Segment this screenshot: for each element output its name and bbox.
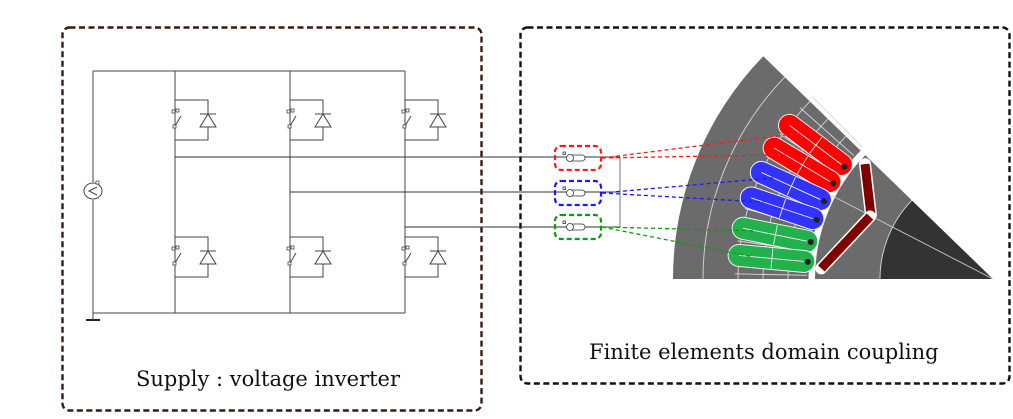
switch-cell bbox=[286, 236, 332, 278]
mesh-radial bbox=[799, 107, 855, 156]
shaft-core bbox=[880, 200, 993, 279]
diode-icon bbox=[199, 113, 217, 128]
coupling-link bbox=[601, 192, 764, 203]
cell-frame bbox=[290, 236, 324, 278]
connector-highlight bbox=[553, 213, 603, 241]
coupling-link bbox=[601, 226, 756, 232]
voltage-source-icon bbox=[83, 180, 103, 200]
coupling-link bbox=[601, 154, 786, 159]
stator-coil-phase-c bbox=[727, 243, 816, 273]
rotor-axis-line bbox=[831, 194, 994, 280]
cell-frame bbox=[290, 99, 324, 141]
cell-frame bbox=[175, 236, 209, 278]
coil-connector-phase-b[interactable] bbox=[553, 177, 774, 207]
motor-sector bbox=[673, 56, 994, 280]
stator-coil-phase-b bbox=[739, 186, 825, 231]
permanent-magnet bbox=[860, 163, 876, 216]
connector-highlight bbox=[553, 144, 603, 172]
rotor-magnets bbox=[815, 158, 877, 275]
stator-coil-phase-b bbox=[749, 160, 832, 212]
mesh-arc bbox=[879, 200, 913, 280]
switch-icon bbox=[286, 245, 297, 266]
coupling-link bbox=[601, 132, 800, 159]
mesh-radial bbox=[811, 95, 863, 148]
switch-icon bbox=[401, 108, 412, 129]
switch-icon bbox=[171, 108, 182, 129]
inverter-circuit bbox=[83, 70, 447, 321]
stator-coil-phase-a bbox=[762, 136, 842, 193]
stator-coil-phase-a bbox=[778, 113, 853, 176]
coupling-link bbox=[601, 226, 753, 258]
inverter-leg bbox=[171, 71, 217, 313]
switch-cell bbox=[286, 99, 332, 141]
supply-panel-border bbox=[61, 26, 483, 412]
cell-frame bbox=[175, 99, 209, 141]
coupling-link bbox=[601, 177, 774, 194]
permanent-magnet bbox=[818, 213, 874, 272]
coil-connector-icon bbox=[562, 186, 586, 197]
switch-icon bbox=[171, 245, 182, 266]
diode-icon bbox=[429, 250, 447, 265]
coil-connector-icon bbox=[562, 220, 586, 231]
switch-cell bbox=[401, 99, 447, 141]
fe-panel-border bbox=[519, 26, 1011, 385]
mesh-radial bbox=[735, 273, 808, 276]
switch-cell bbox=[171, 99, 217, 141]
mesh-arc bbox=[702, 76, 786, 280]
fe-panel-title: Finite elements domain coupling bbox=[589, 340, 939, 364]
switch-cell bbox=[401, 236, 447, 278]
coil-connector-icon bbox=[562, 151, 586, 162]
supply-panel-title: Supply : voltage inverter bbox=[136, 367, 401, 391]
diode-icon bbox=[314, 250, 332, 265]
diode-icon bbox=[429, 113, 447, 128]
stator-coil-phase-c bbox=[731, 216, 819, 253]
cell-frame bbox=[405, 236, 439, 278]
coil-connector-phase-c[interactable] bbox=[553, 213, 756, 258]
switch-cell bbox=[171, 236, 217, 278]
diode-icon bbox=[314, 113, 332, 128]
switch-icon bbox=[401, 245, 412, 266]
diode-icon bbox=[199, 250, 217, 265]
cell-frame bbox=[405, 99, 439, 141]
switch-icon bbox=[286, 108, 297, 129]
connector-highlight bbox=[553, 179, 603, 207]
coil-connector-phase-a[interactable] bbox=[553, 132, 800, 172]
